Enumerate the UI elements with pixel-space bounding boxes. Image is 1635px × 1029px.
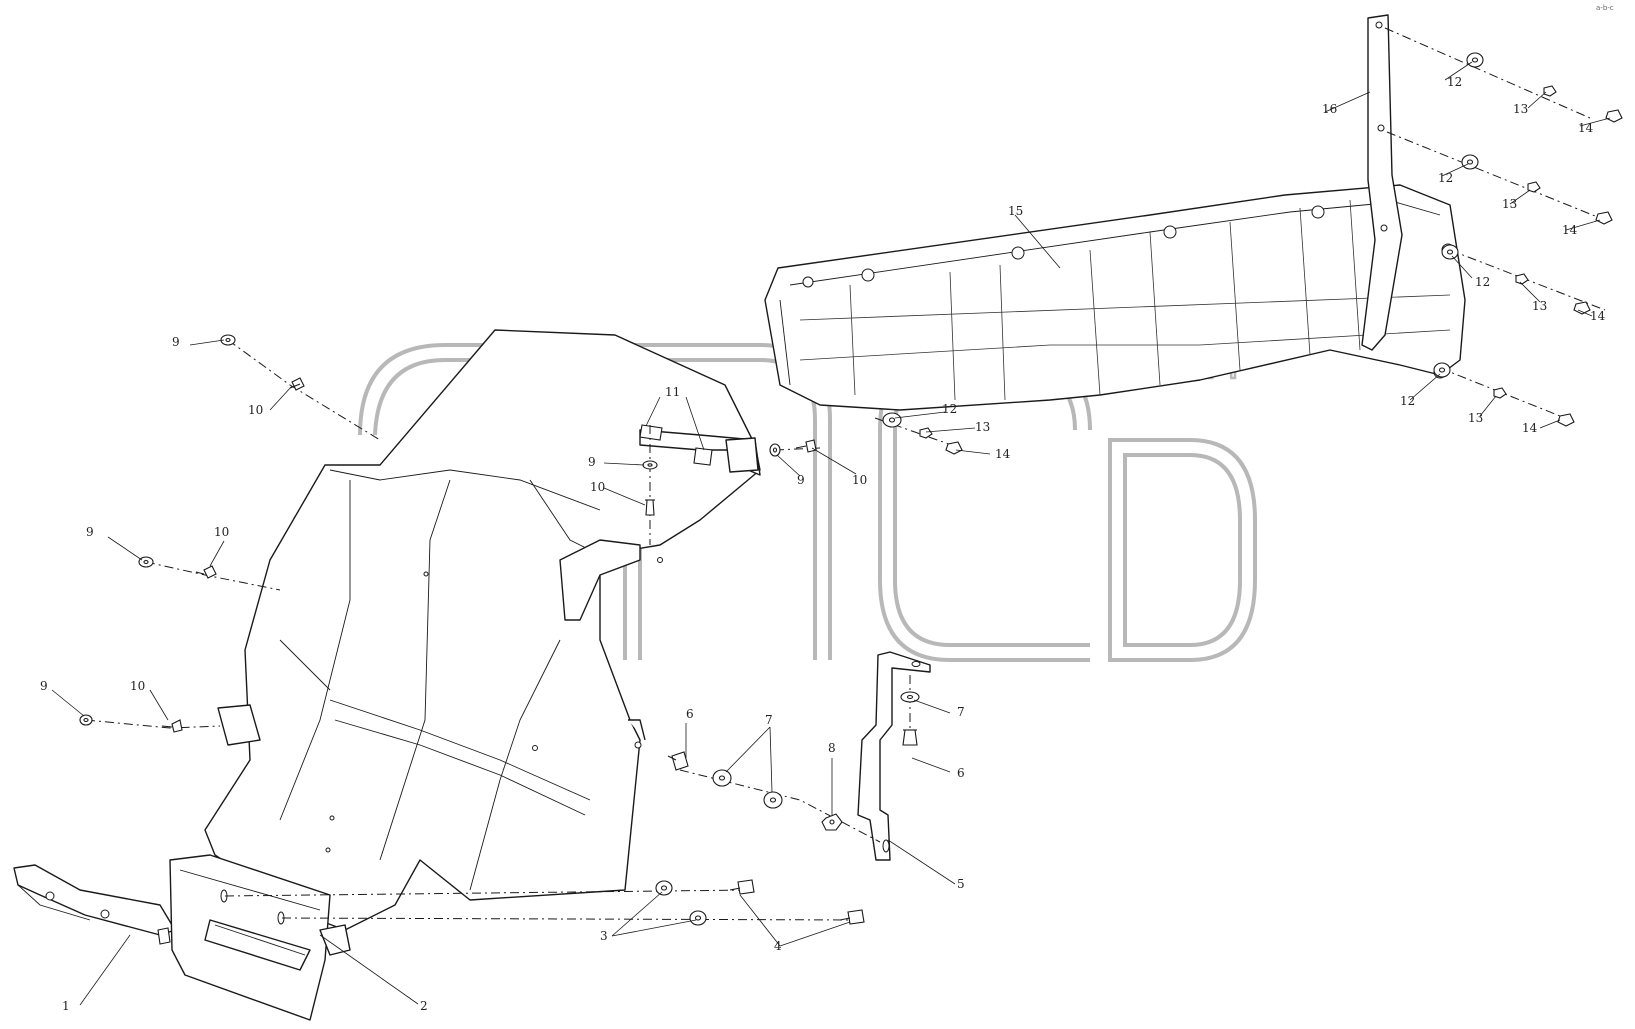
corner-note: a-b-c [1596,4,1614,12]
part-2-lower-plate [169,854,351,1021]
label-12c: 12 [1475,275,1490,289]
label-11: 11 [665,385,680,399]
label-10c: 10 [130,679,145,693]
label-14b: 14 [1562,223,1578,237]
label-6b: 6 [957,766,965,780]
label-7a: 7 [765,713,773,727]
label-8: 8 [828,741,836,755]
label-12b: 12 [1438,171,1453,185]
leader-lines [51,61,1611,1006]
label-12d: 12 [1400,394,1415,408]
part-15-ribbed-panel [764,184,1466,411]
washers [79,52,1484,926]
label-6a: 6 [686,707,694,721]
label-14e: 14 [995,447,1011,461]
part-1-bracket [13,864,176,945]
label-9b: 9 [86,525,94,539]
label-13b: 13 [1502,197,1517,211]
nuts [821,85,1623,831]
bolts [161,377,918,925]
part-5-bracket [857,651,931,861]
label-10a: 10 [248,403,263,417]
label-14a: 14 [1578,121,1594,135]
label-13d: 13 [1468,411,1483,425]
label-5: 5 [957,877,965,891]
label-9a: 9 [172,335,180,349]
label-9c: 9 [40,679,48,693]
label-12a: 12 [1447,75,1462,89]
label-3: 3 [600,929,608,943]
part-16-vertical-strap [1361,14,1403,351]
label-14c: 14 [1590,309,1606,323]
label-9d: 9 [588,455,596,469]
label-9e: 9 [797,473,805,487]
part-2-splash-guard [204,329,761,931]
label-12e: 12 [942,402,957,416]
label-13e: 13 [975,420,990,434]
label-10e: 10 [852,473,867,487]
part-11-bracket [639,424,761,476]
label-10b: 10 [214,525,229,539]
label-10d: 10 [590,480,605,494]
label-2: 2 [420,999,428,1013]
label-15: 15 [1008,204,1023,218]
label-14d: 14 [1522,421,1538,435]
label-4a: 4 [774,939,782,953]
label-16: 16 [1322,102,1337,116]
part-labels: 1 2 3 4 4 5 6 6 7 7 8 9 10 9 10 9 10 9 1… [40,75,1606,1013]
label-1: 1 [62,999,70,1013]
label-7b: 7 [957,705,965,719]
label-13a: 13 [1513,102,1528,116]
label-13c: 13 [1532,299,1547,313]
